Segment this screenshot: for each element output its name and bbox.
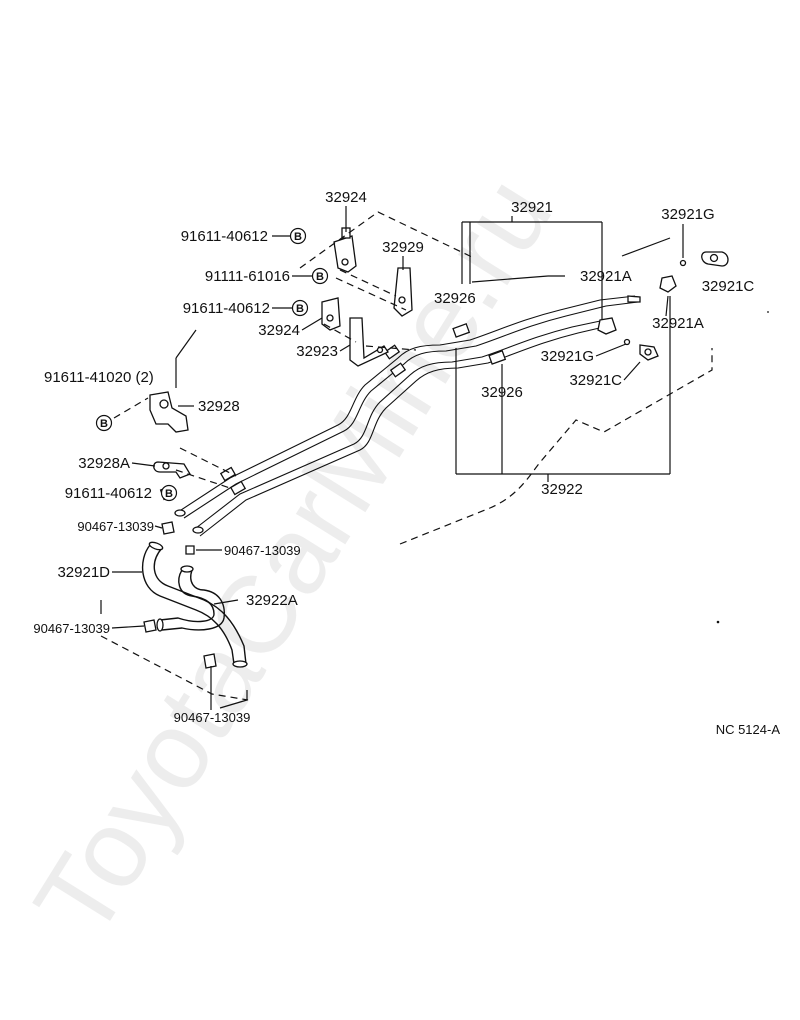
part-label: 90467-13039 xyxy=(77,519,154,534)
part-label: 32922 xyxy=(541,481,583,498)
part-label: 32921A xyxy=(580,268,632,285)
bolt-marker: B xyxy=(311,267,329,285)
hose-clip-1 xyxy=(161,521,175,535)
svg-text:B: B xyxy=(100,418,108,430)
part-label: 32924 xyxy=(258,322,300,339)
part-label: 91611-40612 xyxy=(181,228,268,245)
bracket-32924-upper xyxy=(333,227,357,273)
part-label: 32922A xyxy=(246,592,298,609)
part-label: 32923 xyxy=(296,343,338,360)
hose-clip-4 xyxy=(203,653,217,669)
part-label: 32921C xyxy=(702,278,755,295)
part-label: 32921 xyxy=(511,199,553,216)
svg-text:B: B xyxy=(296,303,304,315)
clip-32926-lower xyxy=(488,350,507,365)
part-label: 32921G xyxy=(541,348,594,365)
part-label: 32921D xyxy=(57,564,110,581)
clip-32921C-lower xyxy=(639,344,659,361)
part-label: 32921A xyxy=(652,315,704,332)
grommet-32921A-upper xyxy=(659,275,677,293)
part-label: 91111-61016 xyxy=(205,268,290,285)
part-label: 32926 xyxy=(481,384,523,401)
part-label: 91611-41020 (2) xyxy=(44,369,154,386)
part-label: 90467-13039 xyxy=(33,621,110,636)
leader-lines xyxy=(100,206,684,710)
part-label: 32921C xyxy=(569,372,622,389)
scan-speck xyxy=(767,311,769,313)
scan-speck xyxy=(716,620,720,624)
part-label: 32928 xyxy=(198,398,240,415)
bolt-marker: B xyxy=(289,227,307,245)
part-label: 32921G xyxy=(661,206,714,223)
bracket-32928 xyxy=(149,391,189,433)
pin-32921G-upper xyxy=(679,259,687,267)
clip-32921C-upper xyxy=(701,251,729,267)
part-label: 90467-13039 xyxy=(174,710,251,725)
part-label: 32926 xyxy=(434,290,476,307)
part-label: 91611-40612 xyxy=(183,300,270,317)
grommet-32921A-lower xyxy=(597,317,617,335)
diagram-code: NC 5124-A xyxy=(716,722,781,737)
dashed-lines xyxy=(100,211,713,701)
bolt-marker: B xyxy=(95,414,113,432)
bolt-marker: B xyxy=(160,484,178,502)
cooler-pipes xyxy=(174,295,641,537)
part-label: 90467-13039 xyxy=(224,543,301,558)
part-label: 32928A xyxy=(78,455,130,472)
part-label: 32924 xyxy=(325,189,367,206)
bracket-32923 xyxy=(349,317,389,367)
hose-32922A xyxy=(156,565,225,632)
bracket-32929 xyxy=(393,267,413,317)
svg-text:B: B xyxy=(294,231,302,243)
hose-clip-3 xyxy=(143,619,157,633)
bracket-32924-lower xyxy=(321,297,341,331)
svg-text:B: B xyxy=(165,488,173,500)
hose-clip-2 xyxy=(185,545,195,555)
svg-text:B: B xyxy=(316,271,324,283)
bolt-marker: B xyxy=(291,299,309,317)
part-label: 91611-40612 xyxy=(65,485,152,502)
pin-32921G-lower xyxy=(623,338,631,346)
part-label: 32929 xyxy=(382,239,424,256)
clip-32926-upper xyxy=(452,323,471,338)
clamp-32928A xyxy=(153,461,191,479)
